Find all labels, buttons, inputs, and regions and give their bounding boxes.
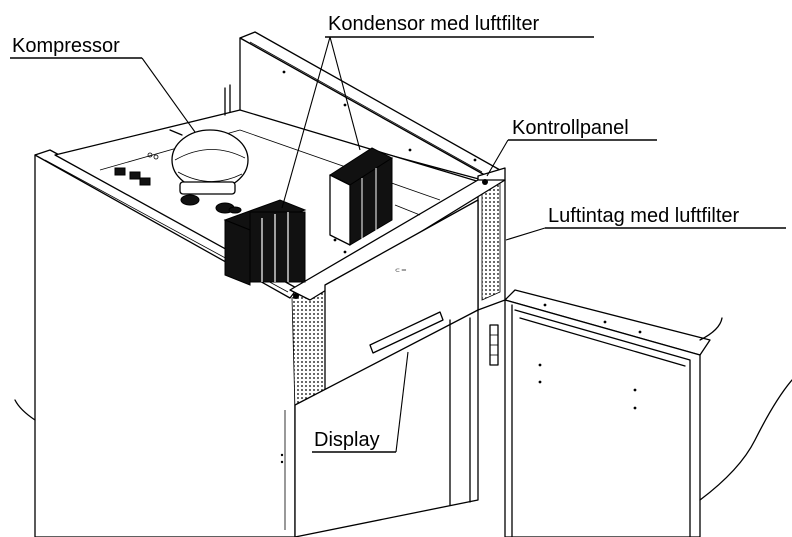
cabinet-body [34,31,506,537]
label-luftintag-text: Luftintag med luftfilter [548,205,740,227]
background-contour-right [699,379,792,501]
label-kompressor-text: Kompressor [12,35,120,57]
brand-logo: ⊂ ═ [395,268,407,274]
display-screen [369,311,444,354]
background-contour-left [14,399,36,421]
label-luftintag: Luftintag med luftfilter [505,205,786,241]
door-front [294,309,479,537]
label-kontrollpanel-text: Kontrollpanel [512,117,629,139]
label-kondensor: Kondensor med luftfilter [281,13,594,209]
label-kontrollpanel: Kontrollpanel [486,117,657,177]
label-kondensor-text: Kondensor med luftfilter [328,13,540,35]
open-door-panel [504,299,701,537]
background-contour [699,317,723,341]
label-display-text: Display [314,429,380,451]
air-intake-grille [481,182,501,301]
condenser-rear [328,147,421,254]
label-kompressor: Kompressor [10,35,196,133]
compressor-body [171,129,249,191]
condenser-front [223,199,307,286]
front-top-edge [289,179,506,301]
left-corner-grille [291,284,326,411]
label-display: Display [312,351,409,453]
cabinet-door [280,309,499,537]
open-door [504,289,711,537]
